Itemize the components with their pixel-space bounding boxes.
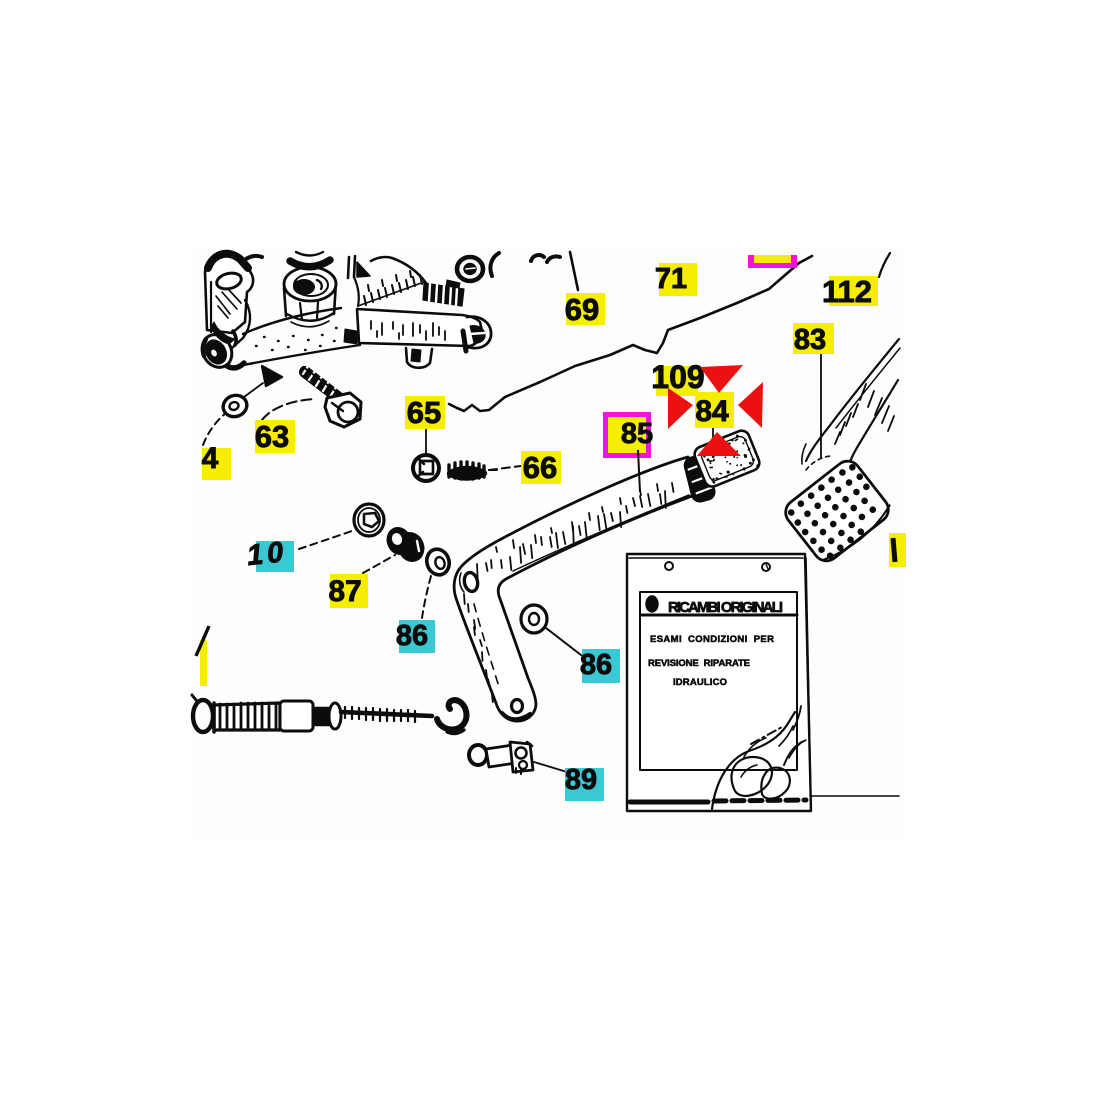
svg-text:112: 112 <box>822 274 872 309</box>
svg-text:REVISIONE RIPARATE: REVISIONE RIPARATE <box>648 658 750 669</box>
svg-text:89: 89 <box>565 764 597 796</box>
svg-text:IDRAULICO: IDRAULICO <box>673 677 727 688</box>
svg-text:ESAMI CONDIZIONI PER: ESAMI CONDIZIONI PER <box>650 634 774 645</box>
svg-text:4: 4 <box>202 442 219 475</box>
svg-text:86: 86 <box>396 620 428 652</box>
svg-text:85: 85 <box>621 418 653 450</box>
svg-text:109: 109 <box>651 359 704 395</box>
svg-text:10: 10 <box>245 536 288 572</box>
svg-text:65: 65 <box>407 395 441 430</box>
svg-text:84: 84 <box>695 395 729 428</box>
svg-text:71: 71 <box>655 263 687 295</box>
svg-text:69: 69 <box>565 292 599 327</box>
svg-text:63: 63 <box>255 419 289 454</box>
svg-text:87: 87 <box>328 575 361 608</box>
svg-text:86: 86 <box>580 649 612 681</box>
svg-text:66: 66 <box>523 450 557 485</box>
svg-text:RICAMBI ORIGINALI: RICAMBI ORIGINALI <box>668 599 783 616</box>
svg-text:83: 83 <box>794 324 826 356</box>
